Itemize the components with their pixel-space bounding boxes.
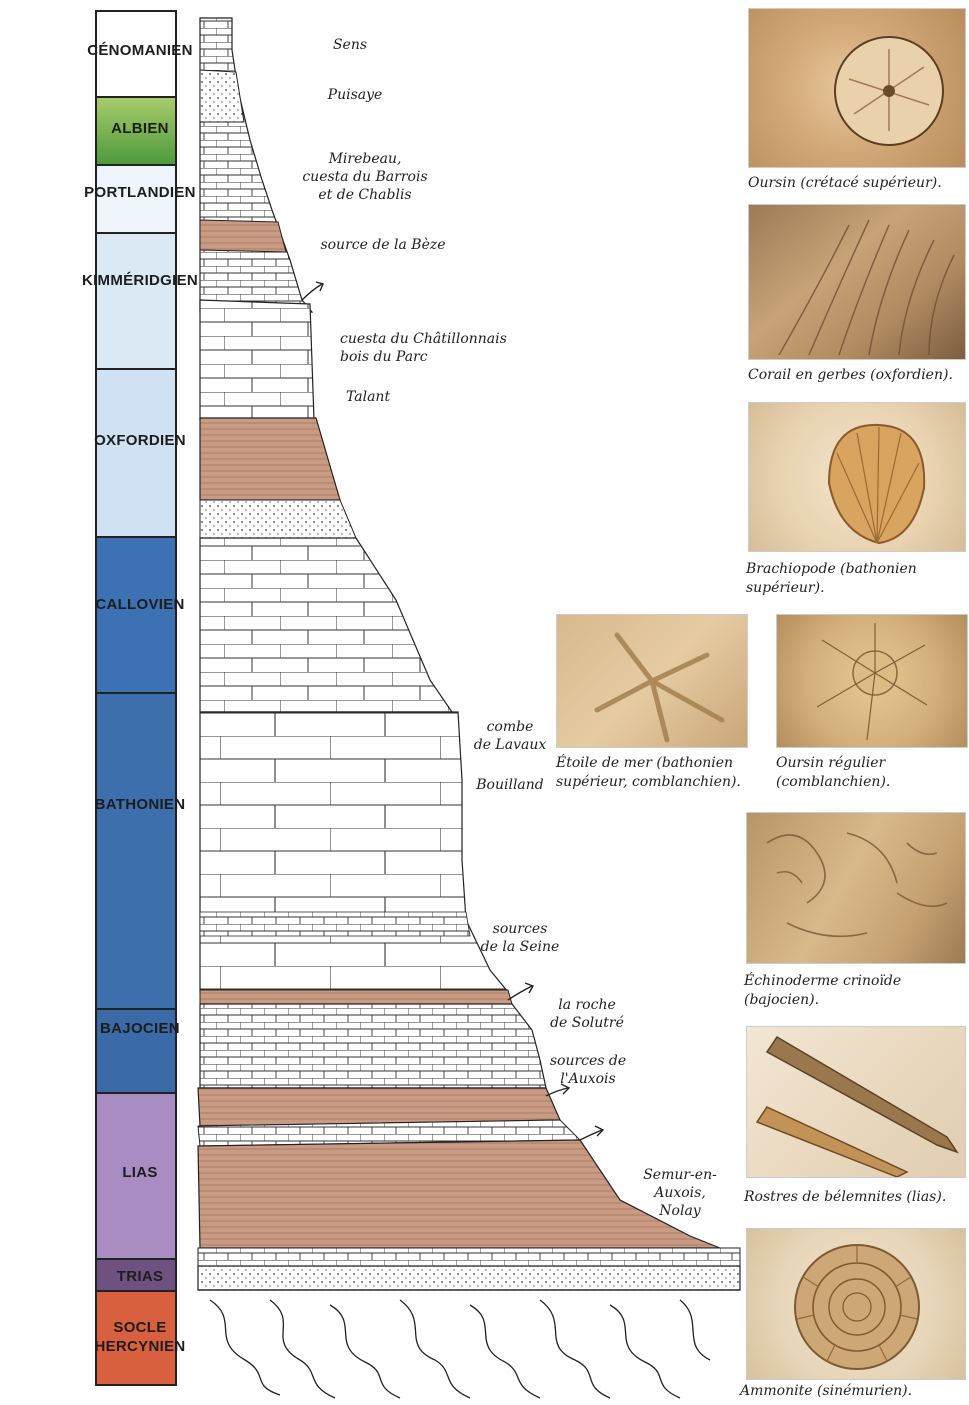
photo-regular-urchin [776, 614, 968, 748]
photo-coral [748, 204, 966, 360]
ammonite-icon [747, 1229, 965, 1379]
coral-icon [749, 205, 965, 359]
caption-belemnite: Rostres de bélemnites (lias). [744, 1188, 964, 1207]
place-puisaye: Puisaye [300, 86, 410, 104]
place-roche-solutre: la roche de Solutré [540, 996, 634, 1032]
sea-urchin-icon [749, 9, 965, 167]
place-chatillonnais: cuesta du Châtillonnais bois du Parc [340, 330, 530, 366]
photo-sea-urchin [748, 8, 966, 168]
starfish-icon [557, 615, 747, 747]
place-sources-auxois: sources de l'Auxois [536, 1052, 640, 1088]
place-sens: Sens [300, 36, 400, 54]
place-semur-nolay: Semur-en- Auxois, Nolay [630, 1166, 730, 1220]
crinoid-icon [747, 813, 965, 963]
photo-crinoid [746, 812, 966, 964]
caption-crinoid: Échinoderme crinoïde (bajocien). [744, 972, 964, 1010]
place-mirebeau: Mirebeau, cuesta du Barrois et de Chabli… [290, 150, 440, 204]
caption-coral: Corail en gerbes (oxfordien). [748, 366, 968, 385]
caption-starfish: Étoile de mer (bathonien supérieur, comb… [556, 754, 756, 792]
brachiopod-icon [749, 403, 965, 551]
place-source-beze: source de la Bèze [308, 236, 458, 254]
regular-urchin-icon [777, 615, 967, 747]
place-sources-seine: sources de la Seine [470, 920, 570, 956]
photo-belemnite [746, 1026, 966, 1178]
belemnite-icon [747, 1027, 965, 1177]
photo-ammonite [746, 1228, 966, 1380]
place-combe-lavaux: combe de Lavaux [464, 718, 556, 754]
caption-regular-urchin: Oursin régulier (comblanchien). [776, 754, 966, 792]
caption-brachiopod: Brachiopode (bathonien supérieur). [746, 560, 966, 598]
photo-brachiopod [748, 402, 966, 552]
place-talant: Talant [346, 388, 426, 406]
caption-ammonite: Ammonite (sinémurien). [740, 1382, 960, 1401]
place-bouilland: Bouilland [468, 776, 552, 794]
photo-starfish [556, 614, 748, 748]
caption-sea-urchin: Oursin (crétacé supérieur). [748, 174, 963, 193]
